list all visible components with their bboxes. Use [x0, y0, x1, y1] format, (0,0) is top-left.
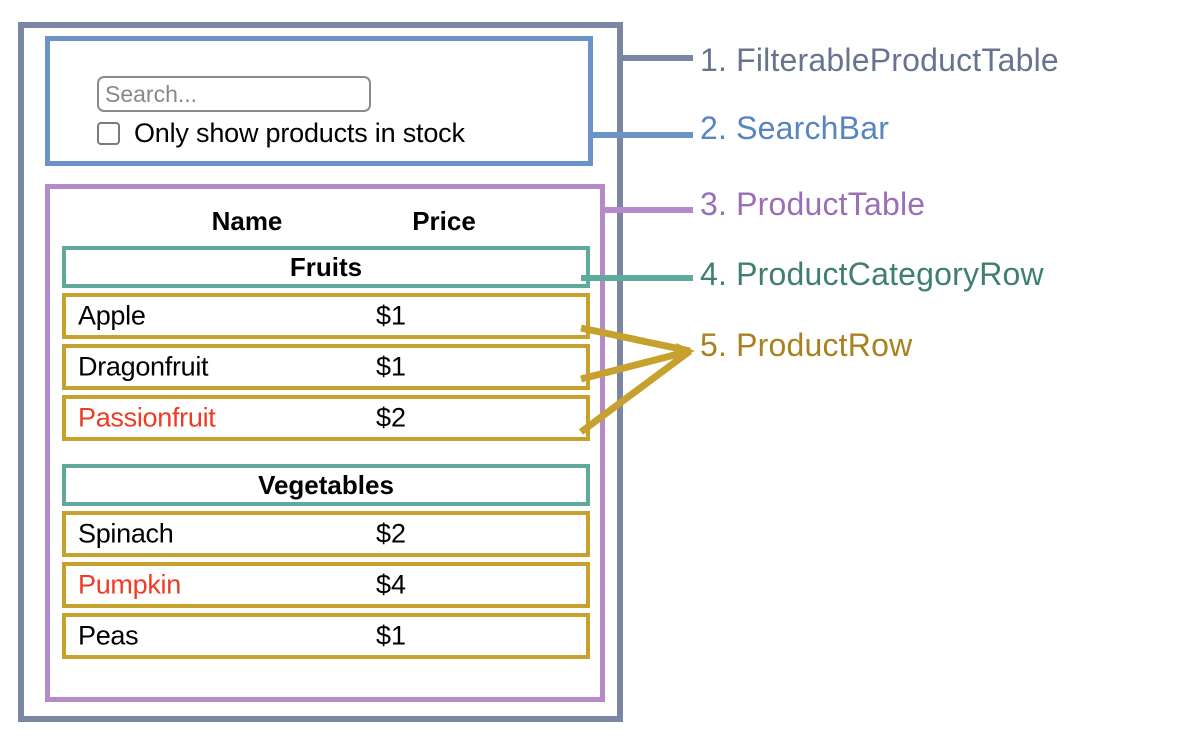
product-category-row: Fruits	[62, 246, 590, 288]
legend-text-1: FilterableProductTable	[736, 42, 1059, 78]
column-header-price: Price	[412, 205, 476, 236]
legend-text-3: ProductTable	[736, 186, 926, 222]
product-category-row: Vegetables	[62, 464, 590, 506]
product-price: $1	[376, 300, 407, 331]
legend-number-5: 5.	[700, 327, 728, 363]
legend-item-product-category-row: 4.ProductCategoryRow	[700, 256, 1044, 293]
product-name: Dragonfruit	[78, 351, 209, 382]
legend-text-4: ProductCategoryRow	[736, 256, 1044, 292]
legend-item-product-row: 5.ProductRow	[700, 327, 912, 364]
legend-number-2: 2.	[700, 110, 728, 146]
product-row: Peas $1	[62, 613, 590, 659]
only-in-stock-checkbox[interactable]	[97, 122, 120, 145]
product-name: Apple	[78, 300, 146, 331]
product-row: Spinach $2	[62, 511, 590, 557]
legend-item-filterable-product-table: 1.FilterableProductTable	[700, 42, 1059, 79]
product-name: Spinach	[78, 518, 174, 549]
product-price: $1	[376, 620, 407, 651]
legend-text-5: ProductRow	[736, 327, 913, 363]
product-name: Pumpkin	[78, 569, 181, 600]
legend-text-2: SearchBar	[736, 110, 890, 146]
legend-number-3: 3.	[700, 186, 728, 222]
legend-number-1: 1.	[700, 42, 728, 78]
only-in-stock-row[interactable]: Only show products in stock	[97, 118, 465, 149]
product-row: Dragonfruit $1	[62, 344, 590, 390]
column-header-name: Name	[211, 205, 283, 236]
product-price: $4	[376, 569, 407, 600]
search-bar-frame: Only show products in stock	[45, 36, 593, 166]
product-price: $1	[376, 351, 407, 382]
category-group-gap	[62, 446, 590, 464]
product-name: Passionfruit	[78, 402, 216, 433]
product-category-label: Vegetables	[258, 469, 394, 500]
product-price: $2	[376, 518, 407, 549]
product-row: Apple $1	[62, 293, 590, 339]
connector-arrow-5	[676, 343, 695, 359]
legend-number-4: 4.	[700, 256, 728, 292]
product-row: Passionfruit $2	[62, 395, 590, 441]
search-input[interactable]	[97, 76, 371, 112]
product-row: Pumpkin $4	[62, 562, 590, 608]
only-in-stock-label: Only show products in stock	[134, 118, 465, 148]
product-price: $2	[376, 402, 407, 433]
table-header-row: Name Price	[62, 199, 590, 243]
product-category-label: Fruits	[289, 251, 363, 282]
product-name: Peas	[78, 620, 139, 651]
legend-item-product-table: 3.ProductTable	[700, 186, 925, 223]
legend-item-search-bar: 2.SearchBar	[700, 110, 889, 147]
